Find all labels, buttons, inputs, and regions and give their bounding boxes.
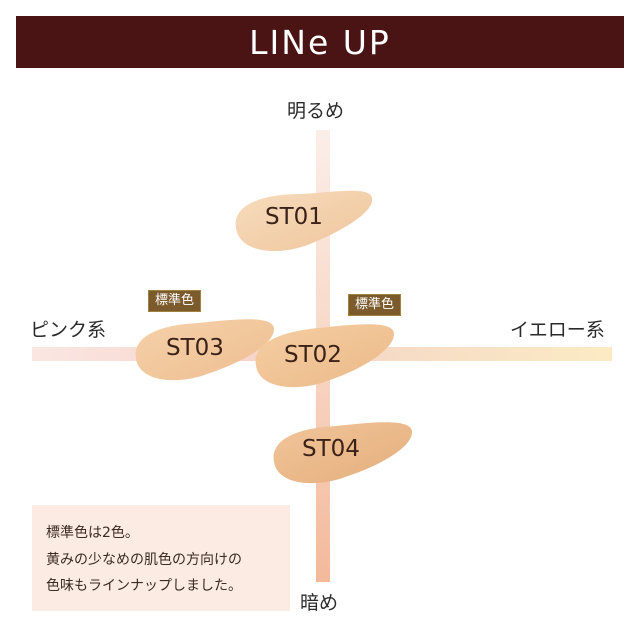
swatch-label: ST04 <box>302 436 360 462</box>
swatch-st04[interactable]: ST04 <box>266 418 416 486</box>
header-title: LINe UP <box>249 22 391 62</box>
standard-badge-st02: 標準色 <box>348 294 402 316</box>
swatch-label: ST03 <box>166 335 224 361</box>
swatch-label: ST01 <box>265 204 323 230</box>
axis-label-yellow: イエロー系 <box>510 319 605 341</box>
note-line: 黄みの少なめの肌色の方向けの <box>46 552 242 568</box>
tone-axis-yellow-side <box>322 347 612 361</box>
smear-shape <box>235 190 373 252</box>
swatch-label: ST02 <box>284 342 342 368</box>
smear-shape <box>255 324 394 388</box>
axis-label-dark: 暗め <box>300 592 339 614</box>
swatch-st01[interactable]: ST01 <box>230 186 380 254</box>
header-banner: LINe UP <box>16 16 624 68</box>
swatch-st03[interactable]: ST03 <box>128 315 278 383</box>
note-box: 標準色は2色。 黄みの少なめの肌色の方向けの 色味もラインナップしました。 <box>32 505 290 611</box>
note-line: 標準色は2色。 <box>46 525 139 541</box>
axis-label-bright: 明るめ <box>287 100 345 122</box>
axis-label-pink: ピンク系 <box>30 319 107 341</box>
standard-badge-st03: 標準色 <box>148 290 202 312</box>
swatch-st02[interactable]: ST02 <box>248 320 398 388</box>
note-line: 色味もラインナップしました。 <box>46 578 242 594</box>
smear-shape <box>273 422 412 484</box>
smear-shape <box>135 319 274 381</box>
